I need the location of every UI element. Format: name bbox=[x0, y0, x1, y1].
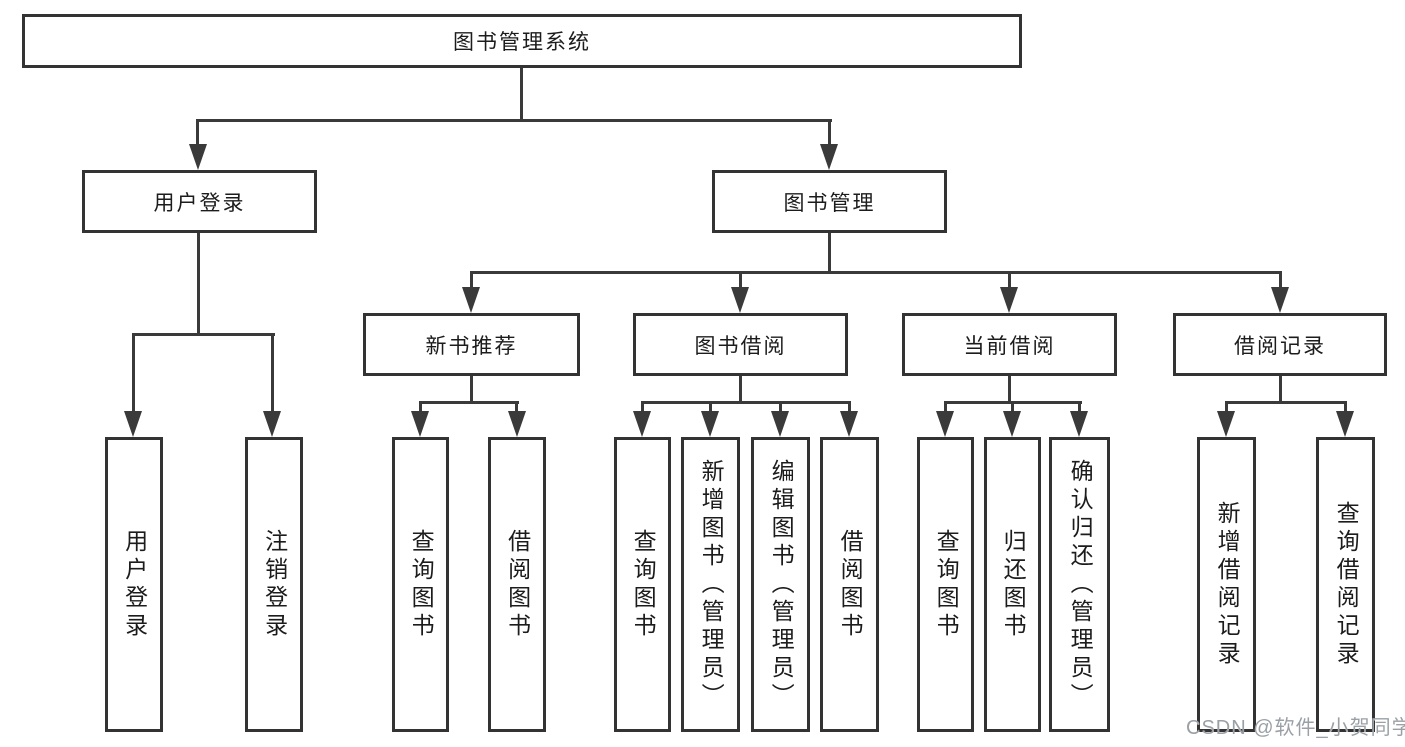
node-label: 注销登录 bbox=[261, 528, 288, 641]
node-label: 查询图书 bbox=[630, 528, 657, 641]
node-label: 图书管理 bbox=[783, 191, 876, 215]
connector-line bbox=[944, 401, 947, 415]
node-label: 编辑图书（管理员） bbox=[768, 458, 795, 711]
node-label: 查询图书 bbox=[408, 528, 435, 641]
connector-line bbox=[828, 233, 831, 274]
node-label: 查询借阅记录 bbox=[1333, 500, 1360, 669]
leaf-return-books: 归还图书 bbox=[984, 437, 1041, 732]
node-library-system: 图书管理系统 bbox=[22, 14, 1022, 68]
connector-arrow-down-icon bbox=[1271, 287, 1289, 313]
connector-line bbox=[196, 119, 199, 148]
connector-arrow-down-icon bbox=[771, 411, 789, 437]
leaf-edit-books-admin: 编辑图书（管理员） bbox=[751, 437, 810, 732]
connector-arrow-down-icon bbox=[936, 411, 954, 437]
node-label: 新增图书（管理员） bbox=[698, 458, 725, 711]
connector-line bbox=[470, 271, 473, 291]
node-label: 新书推荐 bbox=[425, 334, 518, 358]
connector-arrow-down-icon bbox=[189, 144, 207, 170]
leaf-borrow-books-recommend: 借阅图书 bbox=[488, 437, 546, 732]
node-label: 新增借阅记录 bbox=[1214, 500, 1241, 669]
connector-line bbox=[132, 333, 275, 336]
connector-line bbox=[419, 401, 422, 415]
connector-line bbox=[1011, 401, 1014, 415]
node-borrow-records: 借阅记录 bbox=[1173, 313, 1387, 376]
node-label: 借阅记录 bbox=[1234, 334, 1326, 358]
node-label: 归还图书 bbox=[1000, 528, 1027, 641]
node-label: 借阅图书 bbox=[837, 528, 864, 641]
connector-arrow-down-icon bbox=[411, 411, 429, 437]
node-label: 用户登录 bbox=[121, 528, 148, 641]
connector-line bbox=[1279, 376, 1282, 404]
node-label: 查询图书 bbox=[933, 528, 960, 641]
connector-arrow-down-icon bbox=[840, 411, 858, 437]
node-label: 用户登录 bbox=[153, 191, 246, 215]
connector-arrow-down-icon bbox=[1003, 411, 1021, 437]
connector-line bbox=[1279, 271, 1282, 291]
connector-line bbox=[828, 119, 831, 148]
node-label: 当前借阅 bbox=[963, 334, 1056, 358]
node-current-borrow: 当前借阅 bbox=[902, 313, 1117, 376]
csdn-watermark: CSDN @软件_小贺同学 bbox=[1186, 717, 1405, 739]
node-book-borrow: 图书借阅 bbox=[633, 313, 848, 376]
leaf-borrow-books: 借阅图书 bbox=[820, 437, 879, 732]
leaf-user-login: 用户登录 bbox=[105, 437, 163, 732]
leaf-query-books-borrow: 查询图书 bbox=[614, 437, 671, 732]
connector-arrow-down-icon bbox=[462, 287, 480, 313]
node-user-login: 用户登录 bbox=[82, 170, 317, 233]
connector-line bbox=[419, 401, 519, 404]
connector-line bbox=[1008, 271, 1011, 291]
node-label: 确认归还（管理员） bbox=[1067, 458, 1094, 711]
connector-arrow-down-icon bbox=[701, 411, 719, 437]
connector-line bbox=[197, 233, 200, 336]
connector-arrow-down-icon bbox=[731, 287, 749, 313]
connector-line bbox=[709, 401, 712, 415]
connector-line bbox=[1078, 401, 1081, 415]
connector-line bbox=[779, 401, 782, 415]
leaf-confirm-return-admin: 确认归还（管理员） bbox=[1049, 437, 1110, 732]
connector-arrow-down-icon bbox=[1217, 411, 1235, 437]
node-label: 图书借阅 bbox=[694, 334, 787, 358]
connector-arrow-down-icon bbox=[124, 411, 142, 437]
connector-line bbox=[739, 376, 742, 404]
connector-arrow-down-icon bbox=[1000, 287, 1018, 313]
connector-line bbox=[515, 401, 518, 415]
node-new-book-recommend: 新书推荐 bbox=[363, 313, 580, 376]
node-book-management: 图书管理 bbox=[712, 170, 947, 233]
connector-line bbox=[641, 401, 851, 404]
node-label: 借阅图书 bbox=[504, 528, 531, 641]
connector-line bbox=[196, 119, 832, 122]
connector-line bbox=[271, 333, 274, 415]
leaf-query-borrow-record: 查询借阅记录 bbox=[1316, 437, 1375, 732]
leaf-add-borrow-record: 新增借阅记录 bbox=[1197, 437, 1256, 732]
connector-line bbox=[132, 333, 135, 415]
connector-arrow-down-icon bbox=[263, 411, 281, 437]
connector-arrow-down-icon bbox=[820, 144, 838, 170]
connector-line bbox=[1225, 401, 1347, 404]
connector-arrow-down-icon bbox=[1070, 411, 1088, 437]
connector-line bbox=[470, 271, 1282, 274]
connector-line bbox=[1344, 401, 1347, 415]
connector-arrow-down-icon bbox=[508, 411, 526, 437]
leaf-query-books-current: 查询图书 bbox=[917, 437, 974, 732]
connector-arrow-down-icon bbox=[1336, 411, 1354, 437]
connector-line bbox=[848, 401, 851, 415]
connector-line bbox=[641, 401, 644, 415]
leaf-add-books-admin: 新增图书（管理员） bbox=[681, 437, 740, 732]
leaf-query-books-recommend: 查询图书 bbox=[392, 437, 449, 732]
connector-line bbox=[1008, 376, 1011, 404]
node-label: 图书管理系统 bbox=[453, 31, 591, 54]
connector-line bbox=[520, 68, 523, 121]
connector-line bbox=[1225, 401, 1228, 415]
connector-arrow-down-icon bbox=[633, 411, 651, 437]
leaf-logout: 注销登录 bbox=[245, 437, 303, 732]
connector-line bbox=[470, 376, 473, 404]
connector-line bbox=[739, 271, 742, 291]
